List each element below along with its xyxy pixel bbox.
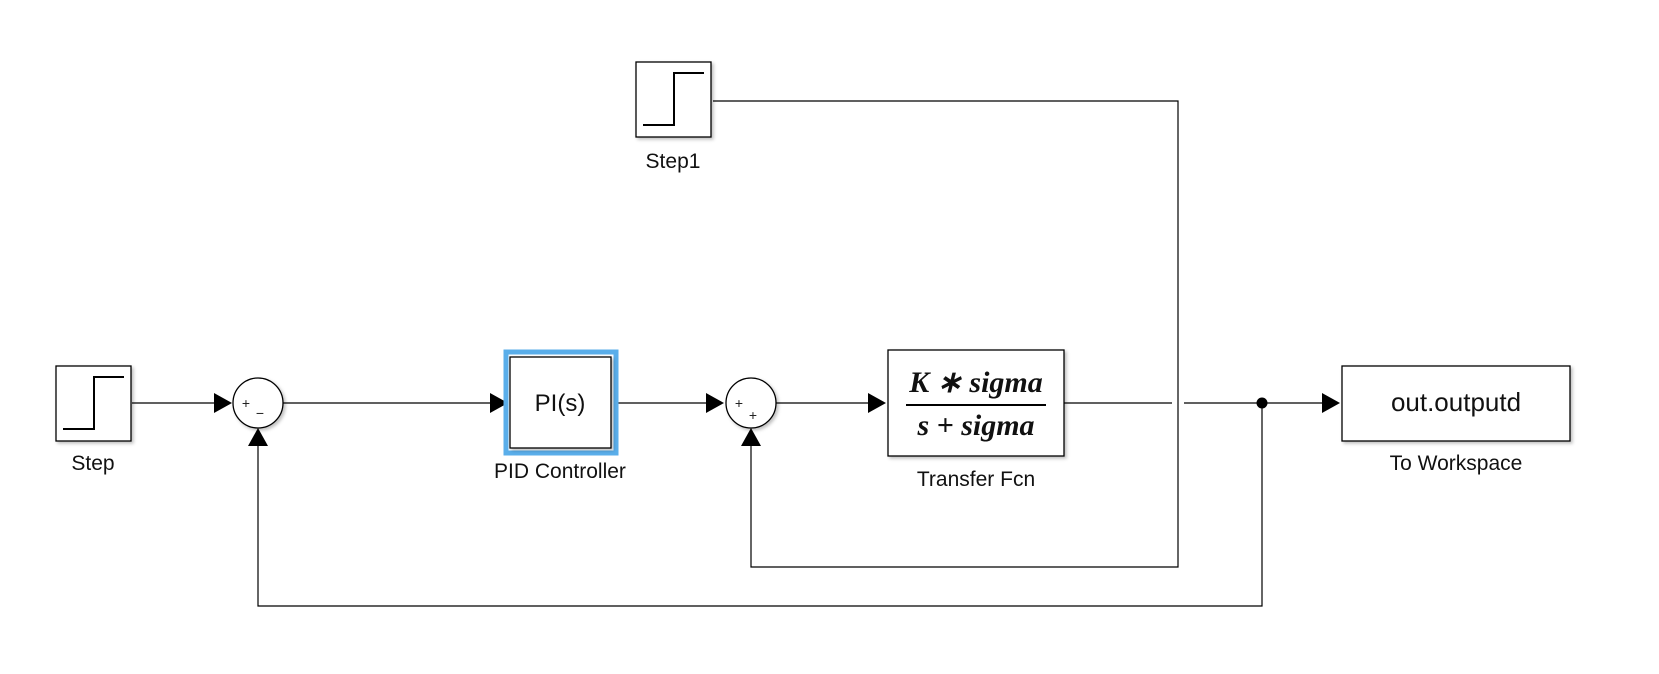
step1-label: Step1 [646,150,701,173]
signal-lines [132,100,1340,607]
sum1-sign-2: − [256,405,264,421]
transfer-fcn-block[interactable]: K ∗ sigma s + sigma Transfer Fcn [887,349,1065,491]
arrowhead-pid-in [490,393,508,413]
pid-block-text: PI(s) [535,390,586,417]
to-workspace-block-body[interactable] [1341,365,1571,442]
arrowhead-sum1-in2 [248,428,268,446]
sum1-block[interactable]: + − [232,377,284,429]
sum2-sign-2: + [749,407,757,423]
step-label: Step [71,452,114,475]
pid-controller-label: PID Controller [494,460,626,483]
to-workspace-block[interactable]: out.outputd To Workspace [1341,365,1571,475]
transfer-fcn-block-body[interactable] [887,349,1065,457]
transfer-fcn-numerator: K ∗ sigma [908,366,1043,399]
wire-step1-to-sum2[interactable] [713,100,1179,568]
step-icon [63,376,124,430]
arrowhead-tf-in [868,393,886,413]
arrowhead-sum2-in2 [741,428,761,446]
sum1-circle[interactable] [232,377,284,429]
sum2-circle[interactable] [725,377,777,429]
pid-block-body[interactable] [509,356,612,449]
step-block[interactable]: Step [55,365,132,475]
arrowhead-sum1-in1 [214,393,232,413]
arrowhead-sum2-in1 [706,393,724,413]
step1-icon [643,72,704,126]
to-workspace-block-text: out.outputd [1391,387,1521,417]
sum2-block[interactable]: + + [725,377,777,429]
pid-selection-highlight [503,349,619,456]
sum2-sign-1: + [735,395,743,411]
arrowhead-workspace-in [1322,393,1340,413]
pid-controller-block[interactable]: PI(s) PID Controller [494,349,626,483]
sum1-sign-1: + [242,395,250,411]
transfer-fcn-label: Transfer Fcn [917,468,1035,491]
wire-feedback-to-sum1[interactable] [257,403,1263,607]
to-workspace-label: To Workspace [1390,452,1523,475]
transfer-fcn-denominator: s + sigma [916,409,1034,442]
step1-block[interactable]: Step1 [635,61,712,173]
